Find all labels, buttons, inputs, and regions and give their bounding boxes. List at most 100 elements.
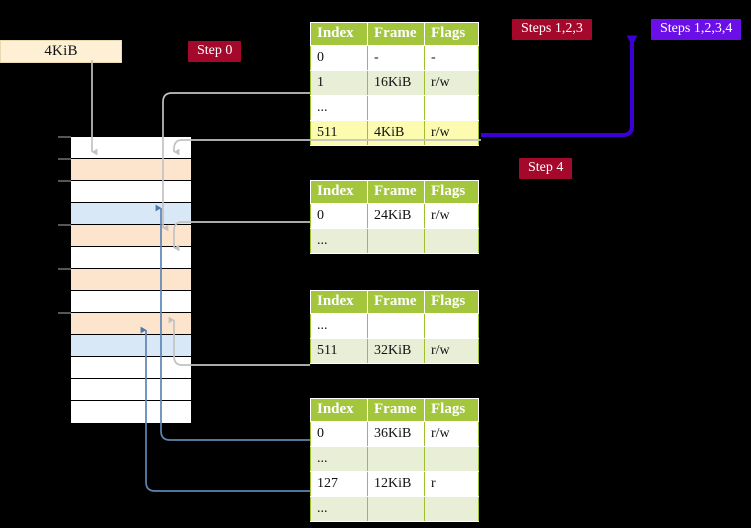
physical-memory-column bbox=[70, 136, 191, 423]
table-row: ... bbox=[310, 496, 479, 522]
cell-flags: - bbox=[424, 45, 479, 71]
cell-index: ... bbox=[310, 313, 368, 339]
table-row: 0-- bbox=[310, 45, 479, 71]
memory-frame-row bbox=[71, 335, 191, 357]
cell-index: ... bbox=[310, 228, 368, 254]
cell-flags: r/w bbox=[424, 120, 479, 146]
wire-steps-1234-bracket bbox=[481, 35, 638, 137]
badge-step-4: Step 4 bbox=[519, 158, 573, 179]
cell-flags bbox=[424, 446, 479, 472]
size-box-label: 4KiB bbox=[44, 43, 78, 59]
table-header-row: Index Frame Flags bbox=[310, 22, 479, 46]
cell-index: 0 bbox=[310, 421, 368, 447]
column-header-frame: Frame bbox=[367, 180, 425, 204]
column-header-frame: Frame bbox=[367, 22, 425, 46]
cell-frame: 16KiB bbox=[367, 70, 425, 96]
cell-index: 0 bbox=[310, 203, 368, 229]
cell-flags bbox=[424, 95, 479, 121]
memory-frame-row bbox=[71, 159, 191, 181]
table-header-row: Index Frame Flags bbox=[310, 398, 479, 422]
column-header-index: Index bbox=[310, 22, 368, 46]
cell-flags: r/w bbox=[424, 203, 479, 229]
cell-index: 0 bbox=[310, 45, 368, 71]
memory-frame-row bbox=[71, 269, 191, 291]
cell-frame: 36KiB bbox=[367, 421, 425, 447]
table-row: ... bbox=[310, 95, 479, 121]
cell-frame: - bbox=[367, 45, 425, 71]
column-header-flags: Flags bbox=[424, 290, 479, 314]
cell-index: 511 bbox=[310, 120, 368, 146]
memory-scale-tick bbox=[58, 312, 71, 314]
cell-index: ... bbox=[310, 496, 368, 522]
badge-step-0: Step 0 bbox=[188, 41, 242, 62]
memory-frame-row bbox=[71, 247, 191, 269]
cell-frame bbox=[367, 95, 425, 121]
memory-scale-tick bbox=[58, 224, 71, 226]
column-header-index: Index bbox=[310, 290, 368, 314]
memory-frame-row bbox=[71, 181, 191, 203]
badge-steps-123: Steps 1,2,3 bbox=[512, 19, 592, 40]
memory-frame-row bbox=[71, 203, 191, 225]
memory-frame-row bbox=[71, 313, 191, 335]
table-header-row: Index Frame Flags bbox=[310, 180, 479, 204]
cell-frame bbox=[367, 228, 425, 254]
column-header-flags: Flags bbox=[424, 398, 479, 422]
badge-steps-1234: Steps 1,2,3,4 bbox=[651, 19, 742, 40]
table-row: ... bbox=[310, 228, 479, 254]
cell-index: ... bbox=[310, 446, 368, 472]
column-header-index: Index bbox=[310, 180, 368, 204]
cell-index: 1 bbox=[310, 70, 368, 96]
cell-frame: 24KiB bbox=[367, 203, 425, 229]
memory-frame-row bbox=[71, 357, 191, 379]
cell-flags: r/w bbox=[424, 421, 479, 447]
cell-frame: 32KiB bbox=[367, 338, 425, 364]
cell-index: ... bbox=[310, 95, 368, 121]
wire-pdpt-0-to-memory bbox=[173, 221, 310, 252]
badge-step-0-label: Step 0 bbox=[197, 43, 233, 58]
column-header-frame: Frame bbox=[367, 290, 425, 314]
wire-pd-511-to-memory bbox=[168, 316, 310, 366]
column-header-flags: Flags bbox=[424, 180, 479, 204]
memory-frame-row bbox=[71, 291, 191, 313]
cell-frame: 4KiB bbox=[367, 120, 425, 146]
memory-frame-row bbox=[71, 225, 191, 247]
badge-steps-1234-label: Steps 1,2,3,4 bbox=[660, 21, 733, 36]
cell-flags bbox=[424, 228, 479, 254]
cell-flags: r/w bbox=[424, 70, 479, 96]
cell-flags bbox=[424, 313, 479, 339]
memory-frame-row bbox=[71, 379, 191, 401]
column-header-flags: Flags bbox=[424, 22, 479, 46]
cell-index: 511 bbox=[310, 338, 368, 364]
memory-scale-tick bbox=[58, 180, 71, 182]
column-header-frame: Frame bbox=[367, 398, 425, 422]
table-row: ... bbox=[310, 446, 479, 472]
cell-frame bbox=[367, 313, 425, 339]
memory-scale-tick bbox=[58, 136, 71, 138]
cell-flags bbox=[424, 496, 479, 522]
table-row: ... bbox=[310, 313, 479, 339]
memory-scale-tick bbox=[58, 158, 71, 160]
cell-frame bbox=[367, 446, 425, 472]
cell-index: 127 bbox=[310, 471, 368, 497]
cell-frame bbox=[367, 496, 425, 522]
column-header-index: Index bbox=[310, 398, 368, 422]
memory-frame-row bbox=[71, 401, 191, 423]
memory-scale-tick bbox=[58, 268, 71, 270]
cell-flags: r/w bbox=[424, 338, 479, 364]
size-box-4kib: 4KiB bbox=[0, 40, 122, 63]
table-header-row: Index Frame Flags bbox=[310, 290, 479, 314]
